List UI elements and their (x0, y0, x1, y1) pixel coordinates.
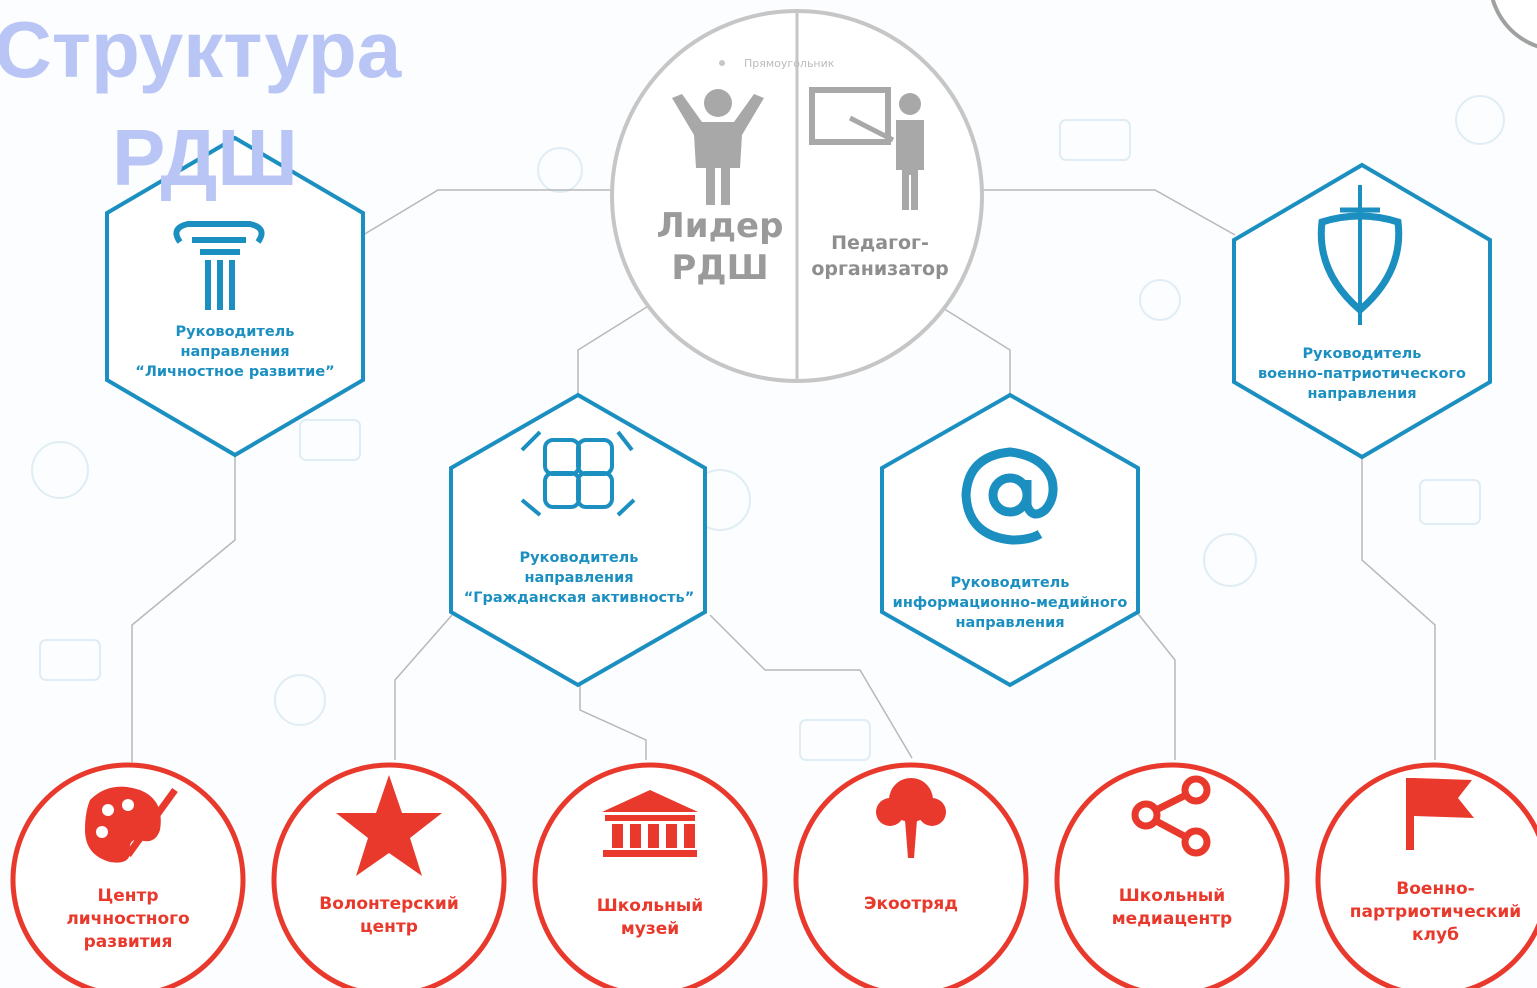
page-title-line2: РДШ (112, 113, 298, 202)
direction-personal-line2: направления (180, 344, 290, 360)
unit-3-line2: музей (620, 919, 680, 939)
background-pattern (31, 95, 1505, 761)
unit-3-line1: Школьный (596, 896, 704, 916)
direction-media-line3: направления (955, 615, 1065, 631)
unit-2-line2: центр (360, 917, 418, 937)
person-arms-up-icon (672, 89, 764, 205)
hexagon-civic (449, 392, 707, 688)
direction-personal-line3: “Личностное развитие” (135, 364, 335, 380)
teacher-board-icon (809, 87, 924, 210)
unit-6-line3: клуб (1412, 925, 1459, 945)
star-icon (336, 775, 442, 876)
leader-label: Лидер РДШ (640, 205, 800, 289)
direction-civic-line1: Руководитель (519, 550, 639, 566)
direction-military-line3: направления (1307, 386, 1417, 402)
unit-media-center: Школьный медиацентр (1072, 885, 1272, 931)
museum-icon (602, 790, 698, 857)
direction-media-line1: Руководитель (950, 575, 1070, 591)
hands-icon (520, 430, 636, 517)
unit-5-line2: медиацентр (1111, 909, 1233, 929)
direction-media: Руководитель информационно-медийного нап… (880, 573, 1140, 633)
teacher-line1: Педагог- (831, 232, 929, 254)
unit-1-line3: развития (83, 932, 173, 952)
unit-circles (10, 762, 1537, 988)
unit-4-line1: Экоотряд (863, 894, 959, 914)
unit-eco: Экоотряд (811, 893, 1011, 916)
unit-personal-development: Центр личностного развития (28, 885, 228, 954)
corner-ring-decoration (1490, 0, 1537, 49)
at-sign-icon (961, 447, 1058, 545)
unit-6-line2: партриотический (1349, 902, 1522, 922)
unit-1-line1: Центр (97, 886, 159, 906)
direction-military-line1: Руководитель (1302, 346, 1422, 362)
placeholder-text: Прямоугольник (744, 57, 835, 70)
teacher-line2: организатор (811, 258, 949, 280)
direction-military-line2: военно-патриотического (1258, 366, 1466, 382)
unit-1-line2: личностного (66, 909, 190, 929)
unit-military-club: Военно- партриотический клуб (1333, 878, 1537, 947)
palette-icon (85, 786, 178, 863)
page-title-line1: Структура (0, 5, 402, 94)
share-icon (1131, 775, 1211, 857)
direction-media-line2: информационно-медийного (892, 595, 1128, 611)
column-icon (173, 221, 265, 310)
leader-line1: Лидер (656, 206, 784, 246)
direction-civic-line2: направления (524, 570, 634, 586)
unit-museum: Школьный музей (550, 895, 750, 941)
shield-sword-icon (1317, 185, 1403, 325)
teacher-label: Педагог- организатор (800, 230, 960, 282)
leader-line2: РДШ (671, 248, 769, 288)
unit-5-line1: Школьный (1118, 886, 1226, 906)
direction-military: Руководитель военно-патриотического напр… (1232, 344, 1492, 404)
direction-civic: Руководитель направления “Гражданская ак… (448, 548, 710, 608)
unit-6-line1: Военно- (1396, 879, 1475, 899)
direction-civic-line3: “Гражданская активность” (463, 590, 695, 606)
direction-personal-line1: Руководитель (175, 324, 295, 340)
tree-icon (876, 778, 946, 858)
direction-personal: Руководитель направления “Личностное раз… (110, 322, 360, 382)
flag-icon (1406, 778, 1474, 850)
connector-lines (131, 189, 1436, 762)
unit-2-line1: Волонтерский (319, 894, 459, 914)
unit-volunteer: Волонтерский центр (289, 893, 489, 939)
